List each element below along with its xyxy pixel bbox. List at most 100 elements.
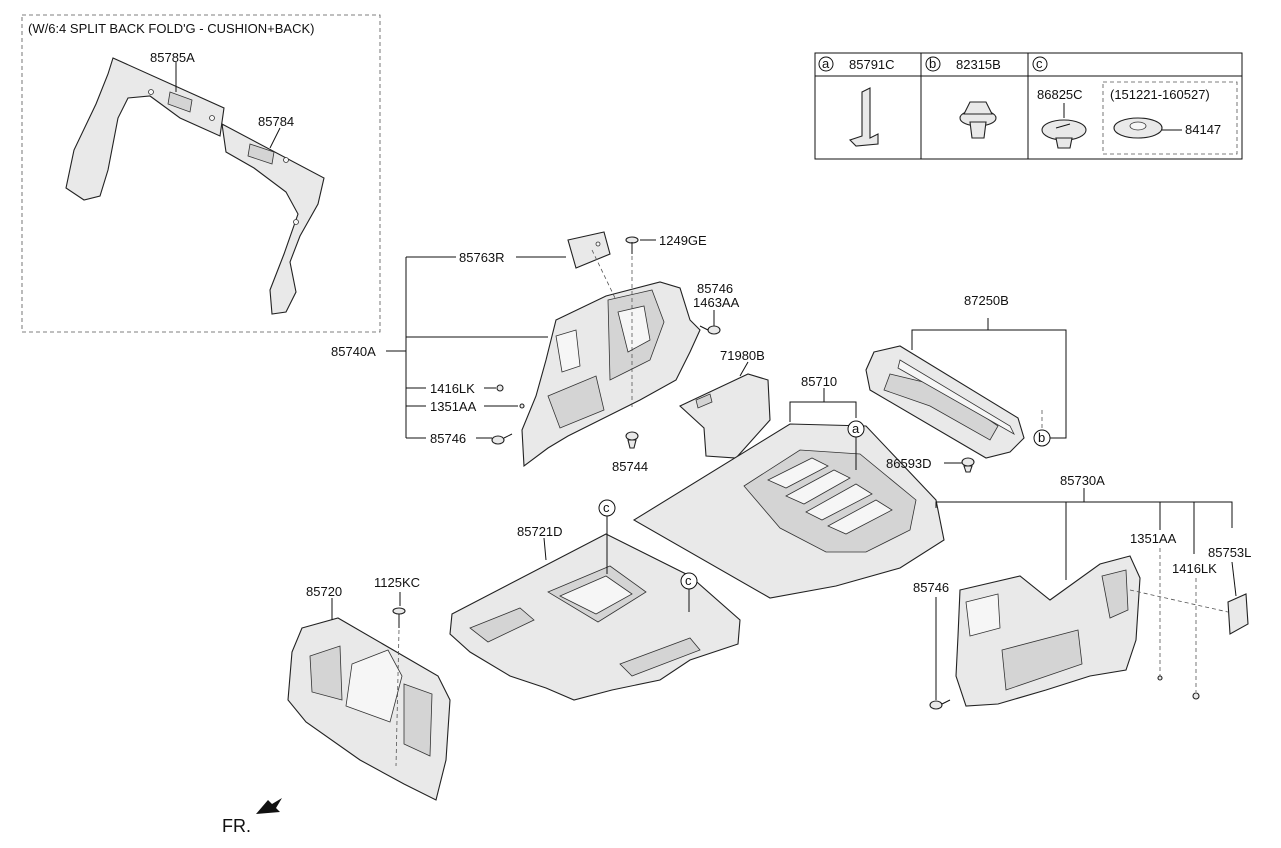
legend-marker-c (1032, 56, 1048, 72)
tray-edge (619, 637, 701, 677)
label-1416lk-right: 1416LK (1172, 561, 1217, 576)
tray-85721d-group: 85721D c c (449, 499, 741, 701)
label-85744: 85744 (612, 459, 648, 474)
leader-85753l (1231, 561, 1237, 597)
side-trim-85785a-drawing (65, 57, 225, 201)
label-86593d: 86593D (886, 456, 932, 471)
label-85710: 85710 (801, 374, 837, 389)
front-direction-indicator: FR. (222, 798, 282, 836)
legend-marker-a-letter: a (822, 56, 830, 71)
left-trim-assembly: 1249GE 85763R 85746 1463AA 85740A 1416LK… (331, 231, 740, 474)
clip-1351aa-right-drawing (1157, 675, 1163, 681)
front-arrow-icon (256, 798, 282, 814)
label-85753l: 85753L (1208, 545, 1251, 560)
cover-detail (695, 393, 713, 409)
label-1125kc: 1125KC (374, 575, 420, 590)
inset-part-detail (167, 91, 193, 113)
centerline-85763r (591, 249, 617, 301)
legend-c-sub: 84147 (1185, 122, 1221, 137)
panel-window (345, 649, 403, 723)
leader-85784 (269, 127, 281, 149)
sill-trim-87250b-group: 87250B b 86593D (865, 293, 1067, 473)
clip-85744-drawing (625, 431, 639, 449)
legend-part-a: 85791C (849, 57, 895, 72)
clip-82315b-drawing (959, 101, 997, 139)
legend-c-variant-box (1102, 81, 1238, 155)
floor-mat-rib (805, 483, 873, 521)
floor-mat-85710-group: 85710 a (632, 374, 945, 599)
cover-85763r-drawing (567, 231, 611, 269)
inset-clip-hole (148, 89, 154, 95)
trim-85730a-drawing (955, 555, 1141, 707)
cap-86825c-drawing (1041, 119, 1087, 149)
clip-1416lk-right-drawing (1192, 692, 1200, 700)
marker-b-letter: b (1038, 430, 1045, 445)
cover-hole (595, 241, 601, 247)
label-85746-left: 85746 (430, 431, 466, 446)
label-1351aa-right: 1351AA (1130, 531, 1177, 546)
right-trim-assembly: 85730A 1351AA 85753L 1416LK 85746 (913, 473, 1251, 710)
screw-1125kc-drawing (392, 607, 406, 628)
floor-mat-rib (767, 457, 829, 489)
legend-part-b: 82315B (956, 57, 1001, 72)
inset-clip-hole (283, 157, 289, 163)
inset-variant-box: (W/6:4 SPLIT BACK FOLD'G - CUSHION+BACK)… (21, 14, 381, 333)
label-85746-top: 85746 (697, 281, 733, 296)
cover-71980b-group: 71980B (679, 348, 771, 459)
panel-85720-group: 85720 1125KC (287, 575, 451, 801)
marker-b (1033, 429, 1051, 447)
clip-85746-top-drawing (699, 325, 721, 335)
marker-c-2-letter: c (685, 573, 692, 588)
side-trim-85784-drawing (221, 123, 325, 315)
legend-table: a 85791C b 82315B c 86825C (151221-16052… (814, 52, 1243, 160)
legend-marker-b (925, 56, 941, 72)
inset-part-detail (247, 143, 275, 165)
clip-85746-left-drawing (491, 433, 513, 445)
label-85746-right: 85746 (913, 580, 949, 595)
clip-1416lk-left-drawing (496, 384, 504, 392)
trim-detail (1001, 629, 1083, 691)
tray-recess (559, 575, 633, 615)
clip-86593d-drawing (961, 457, 975, 473)
trim-detail (555, 329, 581, 373)
bolt-1249ge-drawing (625, 236, 639, 254)
label-87250b: 87250B (964, 293, 1009, 308)
inset-title: (W/6:4 SPLIT BACK FOLD'G - CUSHION+BACK) (28, 21, 315, 36)
bracket-87250b (911, 329, 1067, 439)
bracket-85730a (935, 501, 1233, 528)
marker-a-letter: a (852, 421, 860, 436)
legend-c-main: 86825C (1037, 87, 1083, 102)
label-85720: 85720 (306, 584, 342, 599)
cover-85753l-drawing (1227, 593, 1249, 635)
clip-85746-right-drawing (929, 699, 951, 710)
trim-detail (547, 375, 605, 429)
centerline-1125kc (395, 629, 400, 767)
marker-c-1-letter: c (603, 500, 610, 515)
panel-rib (309, 645, 343, 701)
label-71980b: 71980B (720, 348, 765, 363)
bracket-85791c-drawing (848, 87, 879, 147)
label-1463aa: 1463AA (693, 295, 740, 310)
label-85785a: 85785A (150, 50, 195, 65)
washer-84147-drawing (1113, 117, 1163, 139)
floor-mat-rib (785, 469, 851, 505)
label-1249ge: 1249GE (659, 233, 707, 248)
legend-c-range: (151221-160527) (1110, 87, 1210, 102)
label-1416lk-left: 1416LK (430, 381, 475, 396)
leader-85721d (543, 537, 547, 561)
label-85730a: 85730A (1060, 473, 1105, 488)
panel-rib (403, 683, 433, 757)
tray-edge (469, 607, 535, 643)
inset-clip-hole (293, 219, 299, 225)
bracket-85710 (789, 401, 857, 422)
trim-detail (1101, 569, 1129, 619)
label-85721d: 85721D (517, 524, 563, 539)
label-fr: FR. (222, 816, 251, 836)
label-85740a: 85740A (331, 344, 376, 359)
inset-clip-hole (209, 115, 215, 121)
centerline-85753l (1129, 589, 1229, 613)
label-85763r: 85763R (459, 250, 505, 265)
legend-marker-c-letter: c (1036, 56, 1043, 71)
legend-marker-b-letter: b (929, 56, 936, 71)
